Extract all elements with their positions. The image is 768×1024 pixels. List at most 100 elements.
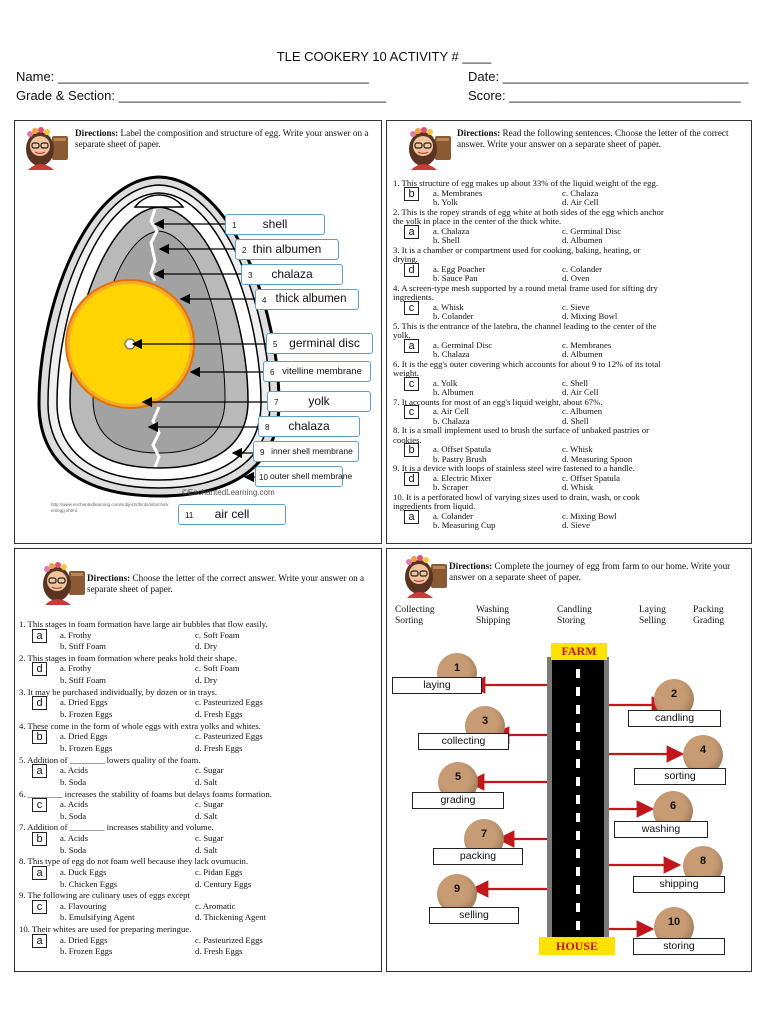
question-text: yolk.	[393, 330, 411, 340]
question-text: 2. This stages in foam formation where p…	[19, 652, 237, 663]
option-c: c. Sugar	[195, 799, 224, 809]
answer-box[interactable]: a	[404, 509, 419, 524]
option-a: a. Flavouring	[60, 900, 107, 911]
panel-egg-structure: Directions: Label the composition and st…	[14, 120, 382, 544]
question-text: 9. It is a device with loops of stainles…	[393, 463, 635, 473]
road-dash	[576, 885, 580, 894]
option-d: d. Mixing Bowl	[562, 311, 618, 321]
question-text: the yolk in place in the center of the t…	[393, 216, 562, 226]
option-c: c. Offset Spatula	[562, 472, 620, 483]
option-b: b. Emulsifying Agent	[60, 912, 135, 923]
option-b: b. Soda	[60, 844, 87, 855]
step-answer-4[interactable]: sorting	[634, 768, 726, 785]
option-c: c. Membranes	[562, 339, 612, 350]
road-dash	[576, 705, 580, 714]
step-answer-8[interactable]: shipping	[633, 876, 725, 893]
question-text: 5. Addition of ________ lowers quality o…	[19, 754, 201, 765]
option-c: c. Shell	[562, 377, 589, 388]
option-d: d. Fresh Eggs	[195, 709, 243, 719]
road-dash	[576, 687, 580, 696]
answer-box[interactable]: b	[404, 443, 419, 457]
option-c: c. Chalaza	[562, 187, 599, 198]
option-b: b. Chalaza	[433, 415, 470, 426]
option-d: d. Sieve	[562, 520, 590, 530]
question-text: 3. It may be purchased individually, by …	[19, 686, 217, 697]
question-text: weight.	[393, 368, 419, 378]
date-blank[interactable]: __________________________________	[502, 69, 749, 84]
answer-box[interactable]: a	[32, 865, 47, 880]
farm-sign: FARM	[551, 643, 607, 660]
answer-box[interactable]: b	[32, 730, 47, 745]
answer-box[interactable]: a	[404, 338, 419, 353]
option-b: b. Frozen Eggs	[60, 946, 113, 957]
answer-box[interactable]: b	[32, 831, 47, 846]
road-dash	[576, 723, 580, 732]
answer-box[interactable]: c	[404, 300, 419, 315]
option-d: d. Salt	[195, 844, 218, 855]
step-answer-3[interactable]: collecting	[418, 733, 509, 750]
source-url: http://www.enchantedlearning.com/subject…	[51, 502, 169, 513]
answer-box[interactable]: a	[404, 224, 419, 239]
option-b: b. Stiff Foam	[60, 675, 106, 686]
directions-text: Directions: Complete the journey of egg …	[449, 561, 731, 582]
answer-box[interactable]: d	[32, 662, 47, 677]
grade-blank[interactable]: _____________________________________	[118, 88, 387, 103]
option-c: c. Whisk	[562, 444, 593, 454]
option-c: c. Pasteurized Eggs	[195, 934, 263, 945]
answer-box[interactable]: c	[32, 899, 47, 914]
answer-box[interactable]: d	[32, 696, 47, 711]
score-blank[interactable]: ________________________________	[509, 88, 741, 103]
answer-box[interactable]: c	[32, 798, 47, 812]
option-d: d. Albumen	[562, 349, 603, 359]
option-c: c. Sugar	[195, 832, 224, 843]
date-label: Date:	[468, 69, 500, 84]
option-a: a. Air Cell	[433, 406, 469, 416]
option-b: b. Yolk	[433, 197, 458, 207]
worksheet-title: TLE COOKERY 10 ACTIVITY # ____	[276, 49, 492, 64]
step-answer-9[interactable]: selling	[429, 907, 519, 924]
step-answer-2[interactable]: candling	[628, 710, 721, 727]
step-answer-6[interactable]: washing	[614, 821, 708, 838]
score-line: Score: ________________________________	[468, 88, 741, 103]
step-answer-10[interactable]: storing	[633, 938, 725, 955]
name-blank[interactable]: ________________________________________…	[57, 69, 369, 84]
answer-box[interactable]: a	[32, 764, 47, 779]
option-b: b. Shell	[433, 235, 460, 245]
question-text: 6. ________ increases the stability of f…	[19, 788, 272, 799]
question-text: 9. The following are culinary uses of eg…	[19, 890, 190, 901]
option-b: b. Pastry Brush	[433, 453, 487, 464]
answer-box[interactable]: a	[32, 628, 47, 643]
option-a: a. Whisk	[433, 301, 464, 312]
panel-egg-quiz-2: Directions: Choose the letter of the cor…	[14, 548, 382, 972]
option-a: a. Dried Eggs	[60, 934, 108, 945]
option-a: a. Duck Eggs	[60, 866, 107, 877]
copyright-credit: ©EnchantedLearning.com	[182, 488, 275, 497]
option-a: a. Dried Eggs	[60, 731, 108, 742]
answer-box[interactable]: c	[404, 376, 419, 391]
option-c: c. Germinal Disc	[562, 225, 622, 236]
question-text: 8. This type of egg do not foam well bec…	[19, 856, 249, 867]
option-d: d. Albumen	[562, 235, 603, 245]
option-d: d. Air Cell	[562, 197, 599, 207]
date-line: Date: __________________________________	[468, 69, 749, 84]
road-dash	[576, 741, 580, 750]
answer-box[interactable]: b	[404, 186, 419, 201]
score-label: Score:	[468, 88, 506, 103]
question-text: ingredients.	[393, 292, 434, 302]
option-c: c. Soft Foam	[195, 629, 240, 640]
step-answer-5[interactable]: grading	[412, 792, 504, 809]
step-answer-7[interactable]: packing	[433, 848, 523, 865]
answer-box[interactable]: c	[404, 405, 419, 419]
name-label: Name:	[16, 69, 55, 84]
answer-box[interactable]: d	[404, 262, 419, 277]
step-answer-1[interactable]: laying	[392, 677, 482, 694]
answer-box[interactable]: d	[404, 471, 419, 486]
panel-egg-quiz-1: Directions: Read the following sentences…	[386, 120, 752, 544]
answer-box[interactable]: a	[32, 933, 47, 948]
option-b: b. Stiff Foam	[60, 641, 106, 652]
option-c: c. Pasteurized Eggs	[195, 697, 263, 708]
